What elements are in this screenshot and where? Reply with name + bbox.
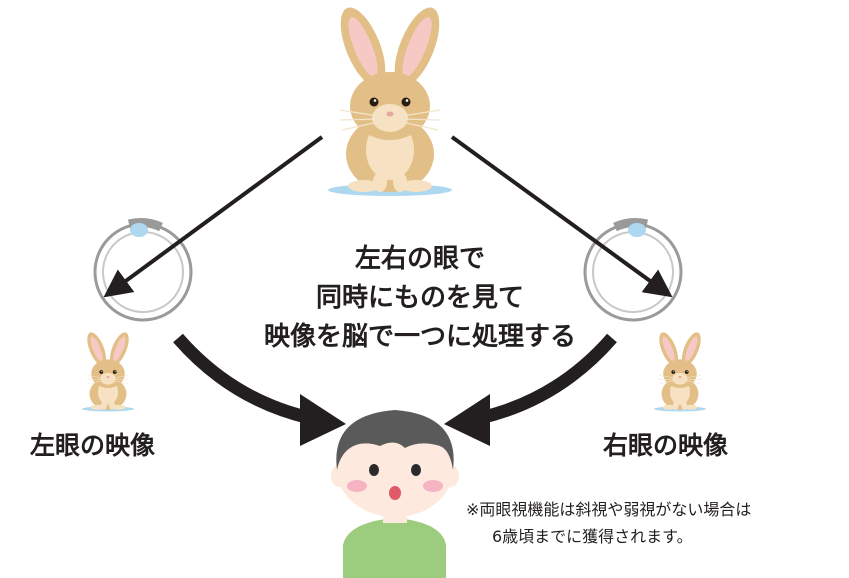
footnote: ※両眼視機能は斜視や弱視がない場合は 6歳頃までに獲得されます。	[466, 496, 751, 550]
left-eye-illustration	[95, 223, 191, 320]
child-illustration	[331, 410, 459, 578]
center-caption-line-3: 映像を脳で一つに処理する	[263, 322, 576, 352]
center-caption: 左右の眼で 同時にものを見て 映像を脳で一つに処理する	[230, 240, 610, 357]
arrow-rabbit-to-right-eye	[450, 135, 673, 298]
curved-arrow-right-to-child	[444, 333, 617, 446]
top-rabbit-illustration	[327, 1, 453, 197]
arrow-rabbit-to-left-eye	[103, 135, 324, 298]
right-eye-image-label: 右眼の映像	[603, 431, 729, 460]
footnote-line-1: ※両眼視機能は斜視や弱視がない場合は	[466, 500, 752, 519]
curved-arrow-left-to-child	[173, 333, 346, 446]
left-eye-image-label: 左眼の映像	[30, 431, 156, 460]
center-caption-line-1: 左右の眼で	[354, 244, 485, 274]
footnote-line-2: 6歳頃までに獲得されます。	[492, 527, 693, 546]
center-caption-line-2: 同時にものを見て	[315, 283, 524, 313]
left-rabbit-image-illustration	[81, 329, 135, 412]
right-rabbit-image-illustration	[653, 329, 707, 412]
